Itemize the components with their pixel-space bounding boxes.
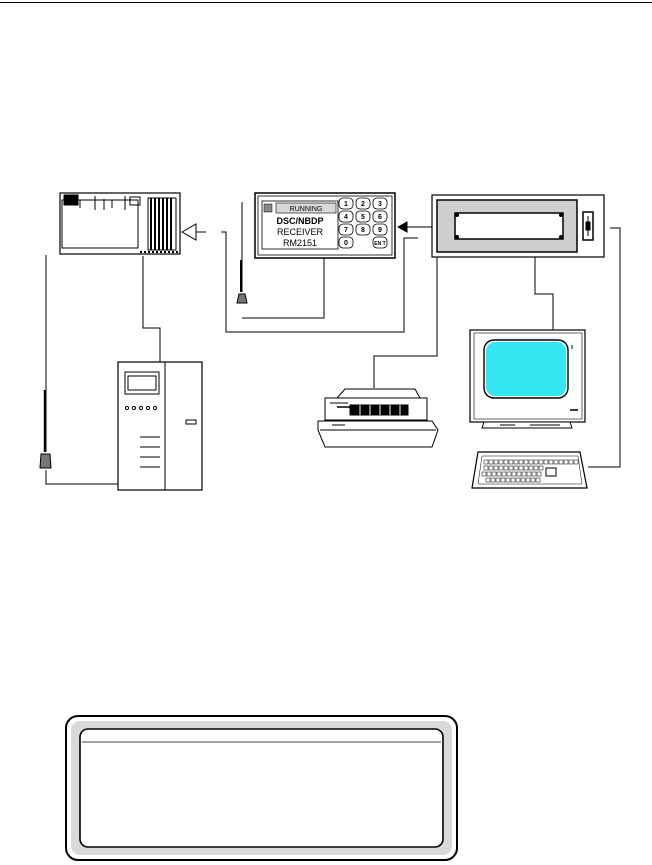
transmitter-unit bbox=[59, 192, 206, 255]
keypad-key bbox=[338, 210, 354, 223]
controller-unit bbox=[431, 194, 605, 258]
keyboard-key bbox=[501, 471, 507, 477]
keyboard-key bbox=[573, 459, 579, 465]
receiver-keypad: 1 2 3 4 5 6 7 8 9 0 EN T bbox=[338, 197, 388, 249]
keyboard-key bbox=[518, 465, 524, 471]
keyboard-key bbox=[568, 459, 574, 465]
receiver-title-line1: DSC/NBDP bbox=[276, 216, 323, 226]
keypad-key bbox=[355, 210, 371, 223]
keypad-key-label: 7 bbox=[344, 227, 348, 234]
keyboard bbox=[471, 451, 588, 489]
keypad-key-label: 5 bbox=[361, 214, 365, 221]
keyboard-key bbox=[511, 471, 517, 477]
keyboard-key bbox=[483, 459, 489, 465]
keypad-key bbox=[372, 223, 388, 236]
keypad-key bbox=[338, 223, 354, 236]
keyboard-key bbox=[536, 471, 542, 477]
keyboard-key bbox=[483, 465, 489, 471]
keypad-key bbox=[372, 197, 388, 210]
keyboard-key bbox=[485, 477, 491, 483]
power-supply-cabinet bbox=[117, 361, 203, 491]
keypad-key-label: 4 bbox=[344, 214, 348, 221]
keyboard-key bbox=[563, 459, 569, 465]
keyboard-key bbox=[506, 471, 512, 477]
keypad-key-label: 2 bbox=[361, 201, 365, 208]
keypad-key-label: 6 bbox=[378, 214, 382, 221]
keyboard-key bbox=[533, 465, 539, 471]
keyboard-key bbox=[526, 471, 532, 477]
keyboard-key bbox=[521, 471, 527, 477]
keypad-key bbox=[355, 223, 371, 236]
monitor-screen bbox=[486, 342, 566, 396]
keyboard-key bbox=[525, 477, 531, 483]
keypad-key-label: 3 bbox=[378, 201, 382, 208]
keyboard-key bbox=[538, 459, 544, 465]
printer bbox=[317, 388, 439, 448]
keypad-key-label: EN T bbox=[374, 241, 385, 247]
keyboard-key bbox=[510, 477, 516, 483]
keyboard-key bbox=[505, 477, 511, 483]
keyboard-key bbox=[530, 477, 536, 483]
keypad-key-label: 9 bbox=[378, 227, 382, 234]
keyboard-key bbox=[508, 459, 514, 465]
keyboard-key bbox=[490, 477, 496, 483]
receiver-title-line2: RECEIVER bbox=[277, 227, 324, 237]
keyboard-key bbox=[523, 459, 529, 465]
keyboard-key bbox=[498, 459, 504, 465]
keypad-key bbox=[372, 236, 388, 249]
keypad-key bbox=[355, 197, 371, 210]
keyboard-key bbox=[520, 477, 526, 483]
transmitter-antenna bbox=[39, 255, 52, 469]
keyboard-key bbox=[513, 465, 519, 471]
keypad-key bbox=[338, 197, 354, 210]
receiver-unit: RUNNING DSC/NBDP RECEIVER RM2151 1 2 3 4 5 6 7… bbox=[254, 192, 396, 259]
keyboard-key bbox=[500, 477, 506, 483]
keyboard-key bbox=[493, 465, 499, 471]
keypad-key-label: 0 bbox=[344, 240, 348, 247]
keyboard-key bbox=[513, 459, 519, 465]
keyboard-key bbox=[496, 471, 502, 477]
keyboard-key bbox=[528, 459, 534, 465]
keypad-key-label: 8 bbox=[361, 227, 365, 234]
cables bbox=[45, 226, 621, 485]
keyboard-key bbox=[515, 477, 521, 483]
keyboard-key bbox=[543, 459, 549, 465]
monitor bbox=[469, 329, 586, 429]
keyboard-key bbox=[533, 459, 539, 465]
header-rule bbox=[0, 2, 652, 3]
keyboard-key bbox=[508, 465, 514, 471]
keyboard-key bbox=[498, 465, 504, 471]
framed-panel bbox=[65, 715, 458, 861]
keyboard-key bbox=[516, 471, 522, 477]
keyboard-key bbox=[495, 477, 501, 483]
keypad-key bbox=[338, 236, 354, 249]
keyboard-key bbox=[531, 471, 537, 477]
keyboard-key bbox=[491, 471, 497, 477]
keyboard-key bbox=[523, 465, 529, 471]
keyboard-key bbox=[493, 459, 499, 465]
receiver-model: RM2151 bbox=[283, 238, 317, 248]
keyboard-key bbox=[528, 465, 534, 471]
keyboard-key bbox=[503, 459, 509, 465]
keypad-key-label: 1 bbox=[344, 201, 348, 208]
keyboard-key bbox=[535, 477, 541, 483]
keyboard-key bbox=[548, 459, 554, 465]
receiver-status-label: RUNNING bbox=[290, 206, 323, 213]
controller-to-receiver-arrow bbox=[396, 221, 418, 233]
keyboard-key bbox=[488, 465, 494, 471]
keyboard-key bbox=[481, 471, 487, 477]
keyboard-key bbox=[518, 459, 524, 465]
keyboard-key bbox=[538, 465, 544, 471]
keyboard-key bbox=[553, 459, 559, 465]
keyboard-key bbox=[488, 459, 494, 465]
receiver-antenna bbox=[236, 202, 248, 304]
keyboard-key bbox=[486, 471, 492, 477]
keypad-key bbox=[372, 210, 388, 223]
keyboard-key bbox=[558, 459, 564, 465]
keyboard-key bbox=[503, 465, 509, 471]
